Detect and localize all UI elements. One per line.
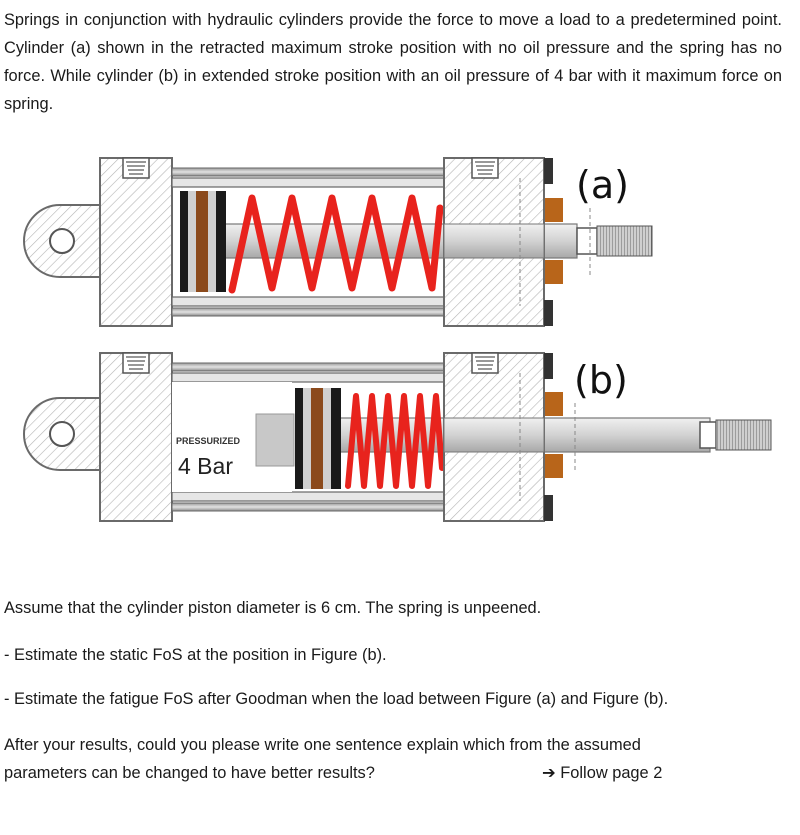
rear-cap-b [99, 352, 173, 522]
closing-line-2: parameters can be changed to have better… [4, 764, 375, 782]
spring-a [228, 194, 444, 294]
cylinder-a: (a) [23, 157, 653, 327]
spring-b [345, 393, 445, 489]
task-static-fos: - Estimate the static FoS at the positio… [4, 646, 387, 664]
intro-paragraph: Springs in conjunction with hydraulic cy… [4, 11, 782, 113]
cylinder-b: PRESSURIZED 4 Bar (b) [23, 352, 772, 522]
label-a: (a) [576, 163, 629, 207]
assumption-text: Assume that the cylinder piston diameter… [4, 599, 542, 617]
pressure-value: 4 Bar [178, 453, 233, 479]
pressure-tag: PRESSURIZED [176, 436, 241, 446]
closing-line-1: After your results, could you please wri… [4, 736, 641, 754]
follow-page-link[interactable]: ➔ Follow page 2 [542, 764, 663, 782]
label-b: (b) [574, 358, 628, 402]
rear-cap-a [99, 157, 173, 327]
hydraulic-cylinder-figure: (a) PRESSURIZED 4 Bar [23, 157, 772, 522]
task-fatigue-fos: - Estimate the fatigue FoS after Goodman… [4, 690, 669, 708]
